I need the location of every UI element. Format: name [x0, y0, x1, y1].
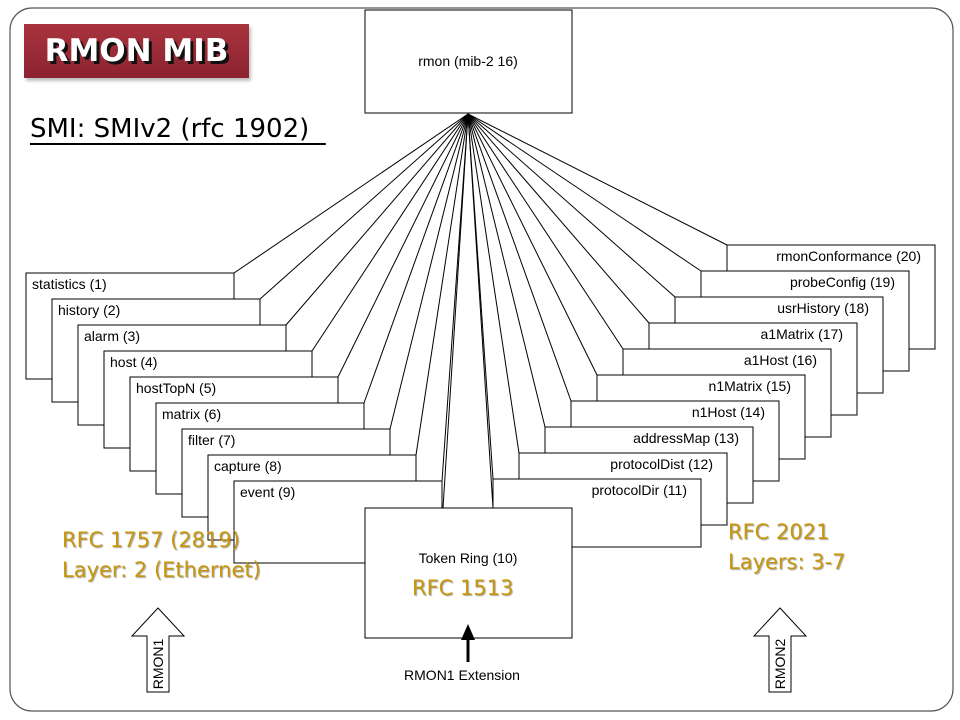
connector-n1host-14: [467, 113, 572, 402]
group-box-n1matrix-15-label: n1Matrix (15): [709, 378, 791, 394]
group-box-token-ring: Token Ring (10): [364, 507, 573, 639]
rfc1757-label: RFC 1757 (2819): [62, 528, 240, 552]
group-box-alarm-3-label: alarm (3): [84, 328, 140, 344]
layer2-label: Layer: 2 (Ethernet): [62, 558, 261, 582]
rmon1-arrow-label: RMON1: [150, 639, 166, 690]
smi-label: SMI: SMIv2 (rfc 1902): [30, 114, 326, 144]
connector-hosttopn-5: [337, 113, 469, 378]
connector-a1host-16: [467, 113, 624, 350]
group-box-hosttopn-5-label: hostTopN (5): [136, 380, 216, 396]
group-box-token-ring-label: Token Ring (10): [419, 550, 518, 566]
connector-matrix-6: [363, 113, 469, 404]
group-box-usrhistory-18-label: usrHistory (18): [777, 300, 869, 316]
rmon1-extension-head: [461, 624, 475, 640]
root-box-rmon-label: rmon (mib-2 16): [418, 53, 518, 69]
group-box-matrix-6-label: matrix (6): [162, 406, 221, 422]
slide-frame: [9, 7, 954, 712]
layers37-label: Layers: 3-7: [728, 550, 846, 574]
connector-lines: [233, 113, 728, 509]
group-boxes: rmon (mib-2 16) rmonConformance (20) probe…: [25, 9, 936, 639]
connector-protocoldist-12: [467, 113, 520, 454]
rmon1-arrow-shape: [130, 607, 186, 693]
connector-token-ring-left: [442, 113, 469, 509]
group-box-history-2-label: history (2): [58, 302, 120, 318]
connector-rmonconformance-20: [467, 113, 728, 246]
rfc2021-note: RFC 2021 Layers: 3-7: [728, 517, 846, 577]
connector-probeconfig-19: [467, 113, 702, 272]
connector-capture-8: [415, 113, 469, 456]
group-box-event-9-label: event (9): [240, 484, 295, 500]
group-box-rmonconformance-20-label: rmonConformance (20): [776, 248, 921, 264]
group-box-filter-7-label: filter (7): [188, 432, 235, 448]
group-box-token-ring-rect: [364, 507, 573, 639]
rmon2-arrow-shape: [752, 607, 808, 693]
connector-a1matrix-17: [467, 113, 650, 324]
connector-usrhistory-18: [467, 113, 676, 298]
connector-alarm-3: [285, 113, 469, 326]
connector-n1matrix-15: [467, 113, 598, 376]
group-box-statistics-1-label: statistics (1): [32, 276, 107, 292]
group-box-probeconfig-19-label: probeConfig (19): [790, 274, 895, 290]
rfc1757-note: RFC 1757 (2819) Layer: 2 (Ethernet): [62, 525, 261, 585]
connector-addressmap-13: [467, 113, 546, 428]
rfc1513-label: RFC 1513: [412, 576, 514, 600]
group-box-addressmap-13-label: addressMap (13): [633, 430, 739, 446]
connector-token-ring-right: [467, 113, 494, 509]
rfc2021-label: RFC 2021: [728, 520, 830, 544]
rmon2-arrow-label: RMON2: [772, 639, 788, 690]
rmon1-extension-label: RMON1 Extension: [404, 667, 520, 683]
root-box-rmon-rect: [364, 9, 573, 114]
rmon2-arrow: RMON2: [752, 607, 808, 693]
rmon1-arrow: RMON1: [130, 607, 186, 693]
group-box-n1host-14-label: n1Host (14): [692, 404, 765, 420]
group-box-host-4-label: host (4): [110, 354, 157, 370]
connector-filter-7: [389, 113, 469, 430]
root-box-rmon: rmon (mib-2 16): [364, 9, 573, 114]
connector-statistics-1: [233, 113, 469, 274]
rmon1-extension-arrow: RMON1 Extension: [404, 624, 520, 683]
connector-history-2: [259, 113, 469, 300]
group-box-a1host-16-label: a1Host (16): [744, 352, 817, 368]
group-box-capture-8-label: capture (8): [214, 458, 282, 474]
group-box-a1matrix-17-label: a1Matrix (17): [761, 326, 843, 342]
page-title: RMON MIB: [44, 33, 229, 69]
connector-host-4: [311, 113, 469, 352]
title-badge: [24, 24, 249, 78]
group-box-protocoldir-11-label: protocolDir (11): [592, 482, 687, 498]
group-box-protocoldist-12-label: protocolDist (12): [610, 456, 713, 472]
